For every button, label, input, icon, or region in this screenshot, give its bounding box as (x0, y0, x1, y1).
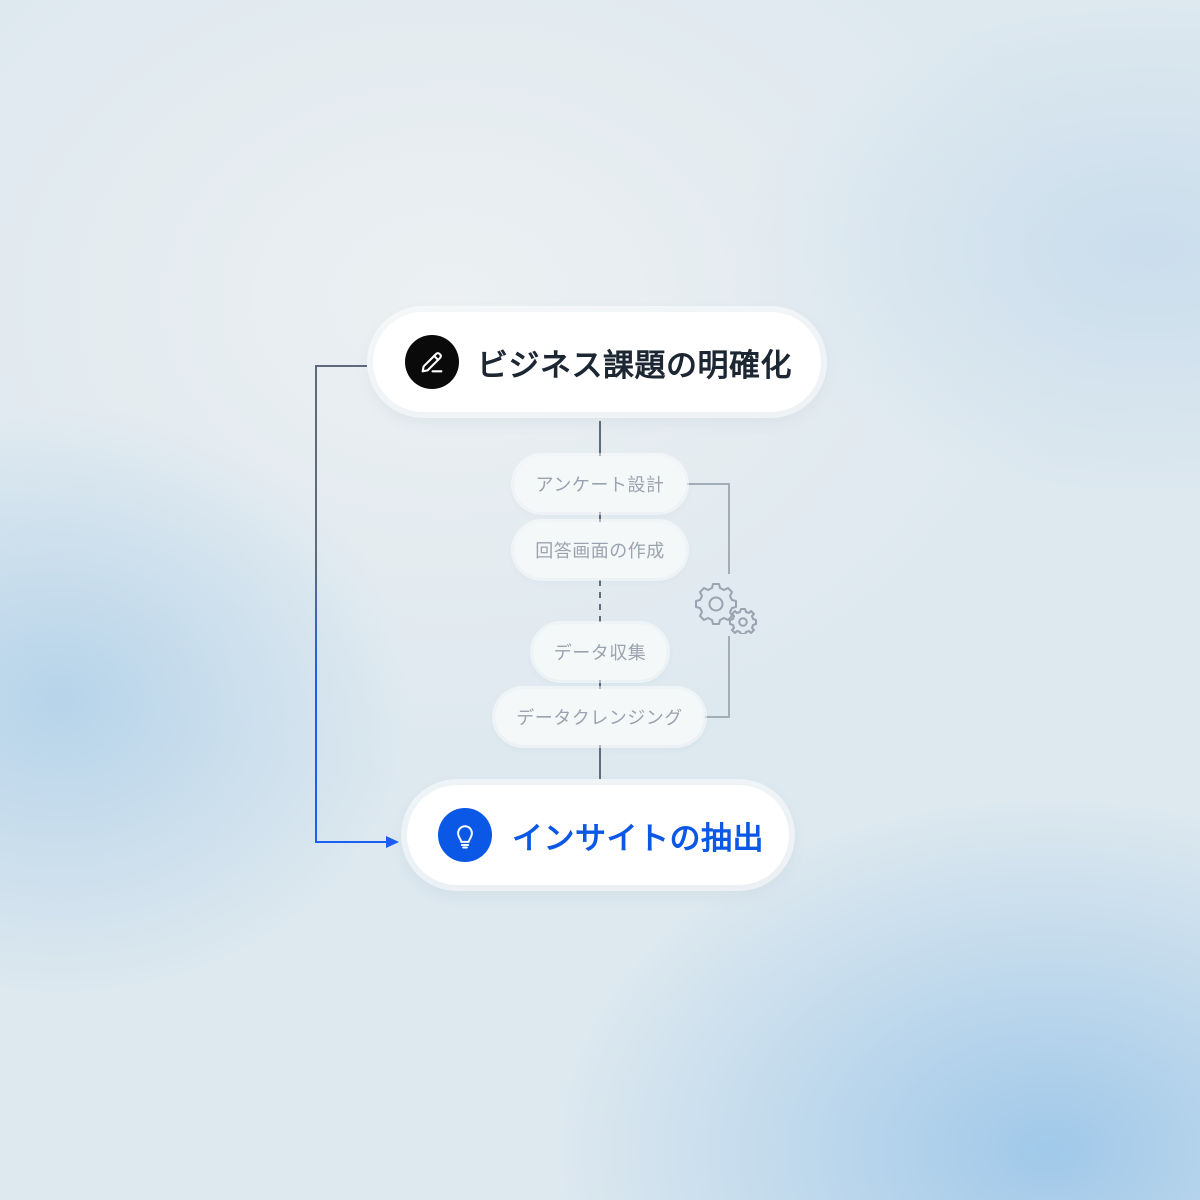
start-node: ビジネス課題の明確化 (373, 312, 821, 412)
end-node: インサイトの抽出 (407, 785, 789, 885)
process-step-data-collection: データ収集 (533, 624, 667, 680)
bracket-top (687, 483, 730, 574)
end-label: インサイトの抽出 (512, 820, 764, 857)
loop-connector (315, 365, 388, 843)
process-step-answer-screen: 回答画面の作成 (514, 522, 686, 578)
pencil-icon (405, 335, 459, 389)
start-label: ビジネス課題の明確化 (477, 347, 792, 384)
loop-arrowhead (386, 836, 399, 848)
gears-icon (695, 583, 757, 634)
bracket-bottom (705, 636, 730, 718)
lightbulb-icon (438, 808, 492, 862)
process-step-data-cleansing: データクレンジング (495, 689, 704, 745)
process-step-survey-design: アンケート設計 (514, 456, 686, 512)
